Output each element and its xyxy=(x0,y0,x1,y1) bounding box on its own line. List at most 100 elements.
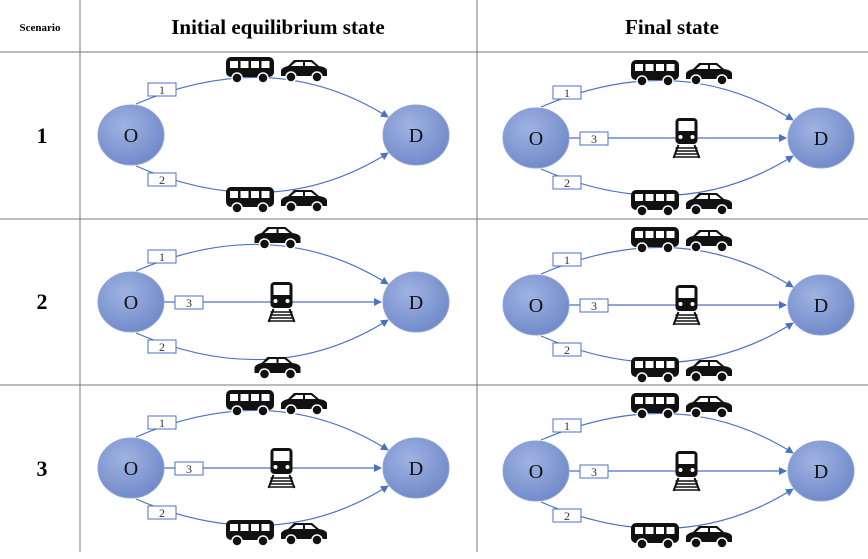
scenario-number-2: 2 xyxy=(37,289,48,314)
row2-initial-route3-label-box xyxy=(174,295,204,310)
row3-initial-route1-bus-icon xyxy=(226,390,274,417)
row2-initial-route2-label-box xyxy=(147,339,177,354)
row1-initial: O D 1 2 xyxy=(97,57,450,214)
row3-initial-route2-bus-icon xyxy=(226,520,274,547)
row1-initial-route1-car-icon xyxy=(281,60,327,83)
row2-final-route3-train-icon xyxy=(672,285,701,326)
row3-final-route2-bus-icon xyxy=(631,523,679,550)
row3-initial: O D 1 2 3 xyxy=(97,390,450,547)
row2-initial-route2-car-icon xyxy=(254,357,301,380)
row1-final-route3-label-box xyxy=(579,131,609,146)
row3-final-route3-train-icon xyxy=(672,451,701,492)
row3-initial-destination-label: D xyxy=(409,458,423,480)
row1-initial-origin-label: O xyxy=(124,125,138,147)
row1-initial-route2-label-box xyxy=(147,172,177,187)
row1-final-route1-car-icon xyxy=(686,63,732,86)
row2-final-origin-label: O xyxy=(529,295,543,317)
row3-final-origin-label: O xyxy=(529,461,543,483)
row1-final-route3-train-icon xyxy=(672,118,701,159)
row1-final-destination-node xyxy=(787,107,855,169)
row2-initial-destination-node xyxy=(382,271,450,333)
row3-initial-route3-label: 3 xyxy=(186,462,192,476)
header-scenario: Scenario xyxy=(20,22,61,34)
row3-initial-route1-label-box xyxy=(147,415,177,430)
row1-initial-route1-bus-icon xyxy=(226,57,274,84)
row2-final-route1-car-icon xyxy=(686,230,732,253)
row3-initial-route1-car-icon xyxy=(281,393,327,416)
scenario-number-3: 3 xyxy=(37,456,48,481)
row3-final-route1-bus-icon xyxy=(631,393,679,420)
row2-final-route2-bus-icon xyxy=(631,357,679,384)
row2-initial-route1-label: 1 xyxy=(159,250,165,264)
row2-final-destination-label: D xyxy=(814,295,828,317)
row3-final: O D 1 2 3 xyxy=(502,393,855,550)
row1-final-route1-bus-icon xyxy=(631,60,679,87)
row3-initial-route2-label: 2 xyxy=(159,506,165,520)
row1-initial-origin-node xyxy=(97,104,165,166)
row3-final-route2-label: 2 xyxy=(564,509,570,523)
row3-final-origin-node xyxy=(502,440,570,502)
row1-final-destination-label: D xyxy=(814,128,828,150)
row1-initial-route2-car-icon xyxy=(281,190,327,213)
row3-final-route3-label: 3 xyxy=(591,465,597,479)
row2-initial: O D 1 2 3 xyxy=(97,227,450,380)
row1-final-route2-bus-icon xyxy=(631,190,679,217)
row2-initial-route3-train-icon xyxy=(267,282,296,323)
row2-final-route1-bus-icon xyxy=(631,227,679,254)
row2-initial-destination-label: D xyxy=(409,292,423,314)
row1-final-origin-label: O xyxy=(529,128,543,150)
row1-initial-destination-node xyxy=(382,104,450,166)
row1-final-route2-car-icon xyxy=(686,193,732,216)
row2-final: O D 1 2 3 xyxy=(502,227,855,384)
row2-final-route2-car-icon xyxy=(686,360,732,383)
header-final-state: Final state xyxy=(625,15,719,39)
row2-final-route2-label: 2 xyxy=(564,343,570,357)
row1-final-route2-label: 2 xyxy=(564,176,570,190)
row2-initial-route1-label-box xyxy=(147,249,177,264)
row2-final-destination-node xyxy=(787,274,855,336)
row2-final-route1-label-box xyxy=(552,252,582,267)
row3-final-route1-car-icon xyxy=(686,396,732,419)
row1-initial-route2-label: 2 xyxy=(159,173,165,187)
row1-initial-route2-bus-icon xyxy=(226,187,274,214)
row3-final-route1-label: 1 xyxy=(564,419,570,433)
row1-final-route2-label-box xyxy=(552,175,582,190)
row3-final-route2-car-icon xyxy=(686,526,732,549)
row2-initial-origin-label: O xyxy=(124,292,138,314)
row3-final-route2-label-box xyxy=(552,508,582,523)
row3-final-route3-label-box xyxy=(579,464,609,479)
scenario-number-1: 1 xyxy=(37,123,48,148)
row1-final-route1-label: 1 xyxy=(564,86,570,100)
row3-initial-route3-train-icon xyxy=(267,448,296,489)
row3-final-destination-node xyxy=(787,440,855,502)
row3-initial-destination-node xyxy=(382,437,450,499)
row3-initial-route2-label-box xyxy=(147,505,177,520)
row3-initial-origin-node xyxy=(97,437,165,499)
row2-initial-route2-label: 2 xyxy=(159,340,165,354)
row1-final-route3-label: 3 xyxy=(591,132,597,146)
header-initial-state: Initial equilibrium state xyxy=(171,15,385,39)
row1-initial-route1-label: 1 xyxy=(159,83,165,97)
row3-initial-route1-label: 1 xyxy=(159,416,165,430)
row1-final-route1-label-box xyxy=(552,85,582,100)
row3-initial-route3-label-box xyxy=(174,461,204,476)
row3-initial-route2-car-icon xyxy=(281,523,327,546)
row3-final-route1-label-box xyxy=(552,418,582,433)
row1-final: O D 1 2 3 xyxy=(502,60,855,217)
row1-initial-route1-label-box xyxy=(147,82,177,97)
row2-initial-origin-node xyxy=(97,271,165,333)
row1-final-origin-node xyxy=(502,107,570,169)
row2-final-route3-label: 3 xyxy=(591,299,597,313)
row3-final-destination-label: D xyxy=(814,461,828,483)
row2-initial-route1-car-icon xyxy=(254,227,301,250)
row1-initial-destination-label: D xyxy=(409,125,423,147)
row3-initial-origin-label: O xyxy=(124,458,138,480)
row2-final-route1-label: 1 xyxy=(564,253,570,267)
row2-initial-route3-label: 3 xyxy=(186,296,192,310)
row2-final-origin-node xyxy=(502,274,570,336)
row2-final-route3-label-box xyxy=(579,298,609,313)
row2-final-route2-label-box xyxy=(552,342,582,357)
